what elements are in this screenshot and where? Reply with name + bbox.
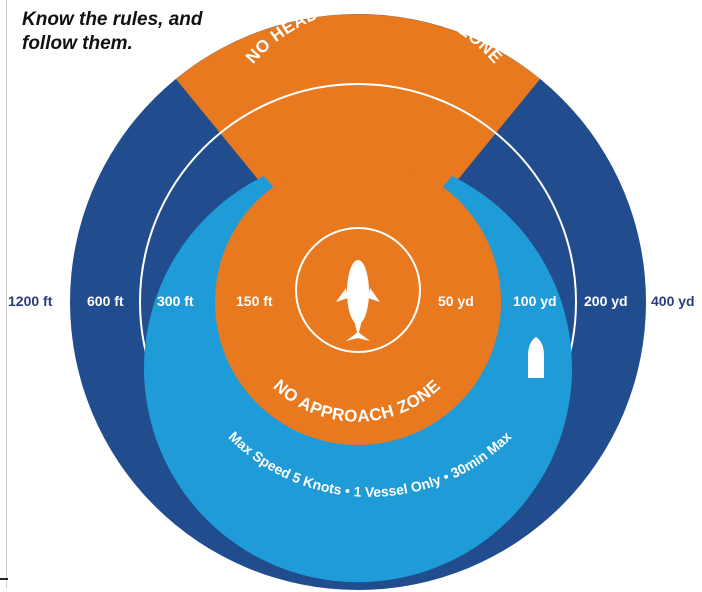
distance-label-100yd: 100 yd	[513, 293, 557, 309]
distance-label-200yd: 200 yd	[584, 293, 628, 309]
caption-line-2: follow them.	[22, 33, 133, 54]
inner-ring-outline	[295, 227, 421, 353]
distance-label-400yd: 400 yd	[651, 293, 695, 309]
no-head-on-approach-zone	[176, 14, 540, 302]
frame-left-line	[6, 0, 7, 588]
distance-label-300ft: 300 ft	[157, 293, 194, 309]
distance-label-1200ft: 1200 ft	[8, 293, 53, 309]
caption: Know the rules, and follow them.	[22, 8, 203, 56]
distance-label-50yd: 50 yd	[438, 293, 474, 309]
boat-icon	[528, 337, 544, 378]
distance-label-150ft: 150 ft	[236, 293, 273, 309]
distance-label-600ft: 600 ft	[87, 293, 124, 309]
frame-corner-mark	[0, 578, 8, 580]
caption-line-1: Know the rules, and	[22, 9, 203, 30]
whale-icon	[336, 260, 380, 341]
